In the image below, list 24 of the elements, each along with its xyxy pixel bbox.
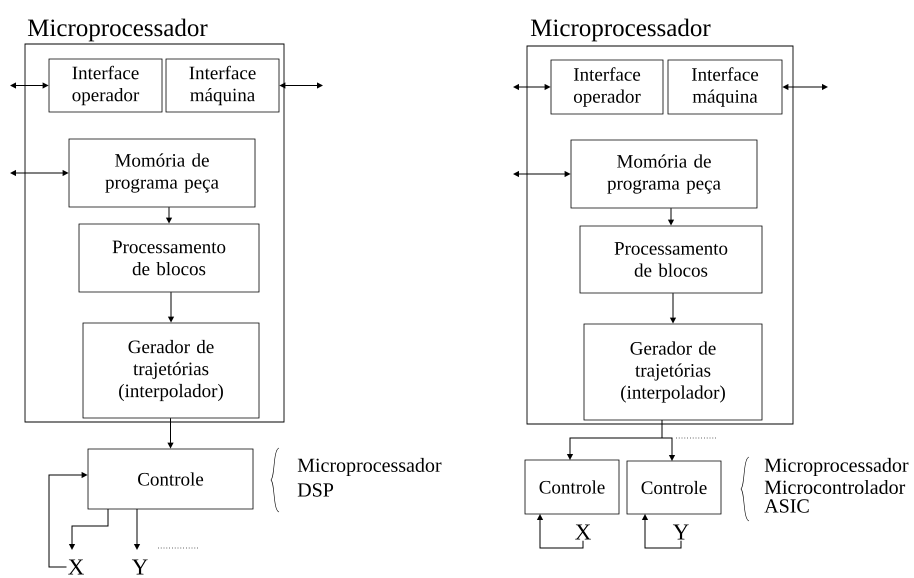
block-box: Controle — [524, 460, 620, 514]
axis-label: X — [575, 524, 591, 540]
note-text: Microprocessador — [764, 458, 908, 476]
block-box: Gerador de trajetórias (interpolador) — [82, 322, 260, 418]
block-box: Interface máquina — [668, 60, 782, 114]
block-box: Interface operador — [48, 58, 162, 112]
block-box: Momória de programa peça — [570, 140, 758, 208]
block-box: Momória de programa peça — [68, 138, 256, 208]
block-box: Processamento de blocos — [78, 224, 260, 292]
block-box: Gerador de trajetórias (interpolador) — [584, 324, 762, 420]
block-box: Interface operador — [550, 60, 664, 114]
node-label: Microprocessador — [28, 18, 208, 42]
note-text: ASIC — [764, 499, 809, 513]
block-box: Processamento de blocos — [580, 226, 762, 294]
block-box: Interface máquina — [166, 58, 280, 112]
node-label: Microprocessador — [530, 18, 710, 42]
note-text: Microcontrolador — [764, 480, 906, 494]
block-box: Controle — [626, 460, 722, 514]
axis-label: Y — [132, 559, 148, 575]
axis-label: Y — [672, 524, 689, 540]
axis-label: X — [68, 559, 84, 575]
note-text: DSP — [298, 483, 334, 497]
note-text: Microprocessador — [298, 458, 442, 476]
block-box: Controle — [88, 448, 254, 510]
